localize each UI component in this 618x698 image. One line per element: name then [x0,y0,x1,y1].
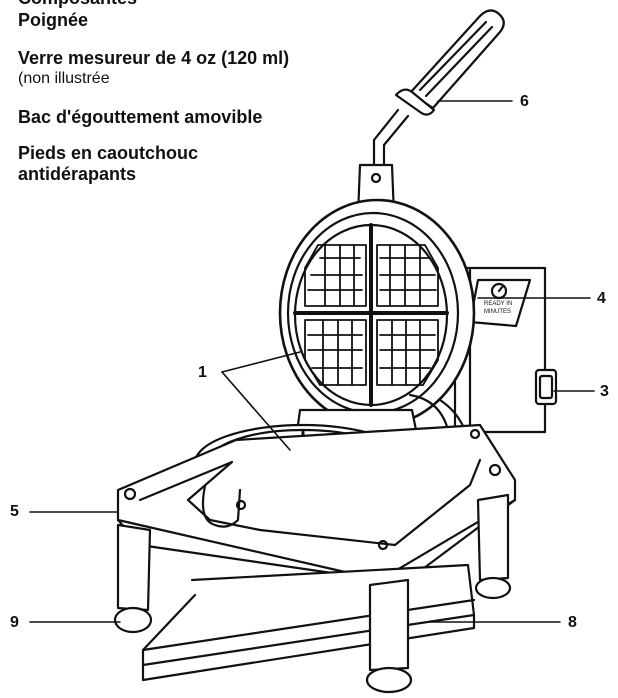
label-drip-tray: Bac d'égouttement amovible [18,107,262,128]
callout-1: 1 [198,364,207,381]
handle-grip [394,9,505,116]
label-drip-tray-text: Bac d'égouttement amovible [18,107,263,127]
section-heading-cut: Composantes [18,0,137,9]
label-rubber-feet-line2: antidérapants [18,164,137,184]
label-rubber-feet-line1: Pieds en caoutchouc [18,143,199,163]
label-rubber-feet: Pieds en caoutchouc antidérapants [18,143,198,185]
label-handle: Poignée [18,10,88,31]
callout-3: 3 [600,383,609,400]
label-measuring-cup-note: (non illustrée [18,70,110,87]
callout-leaders [29,100,595,623]
legs [113,493,512,694]
waffle-lid [278,163,476,428]
drip-tray [141,563,476,682]
callout-4: 4 [597,290,606,307]
dial-text-2: MINUTES [484,309,511,315]
callout-9: 9 [10,614,19,631]
label-handle-text: Poignée [18,10,89,30]
label-measuring-cup: Verre mesureur de 4 oz (120 ml) (non ill… [18,48,289,88]
callout-5: 5 [10,503,19,520]
callout-6: 6 [520,93,529,110]
callout-8: 8 [568,614,577,631]
dial-text-1: READY IN [484,301,512,307]
label-measuring-cup-text: Verre mesureur de 4 oz (120 ml) [18,48,290,68]
power-switch [534,368,558,406]
handle-stem [372,108,410,172]
